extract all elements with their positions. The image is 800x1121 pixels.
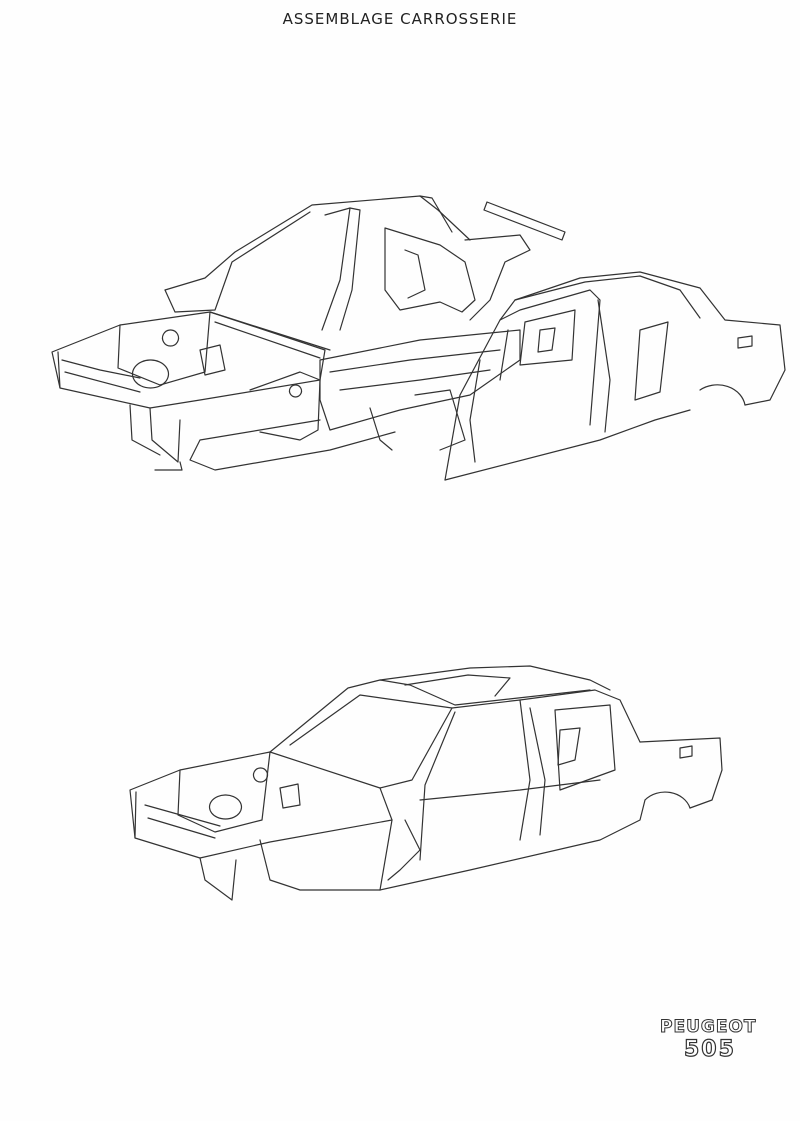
side-body-rear [414,271,786,481]
assembled-shell-cabin [269,665,723,861]
brand-model: 505 [683,1037,736,1062]
rear-quarter-panel [384,201,566,321]
cowl-pillar-frame [164,195,471,331]
assembled-shell-sill [259,779,646,891]
brand-logo: PEUGEOT 505 [660,1016,800,1063]
floor-pan [189,329,521,471]
brand-name: PEUGEOT [660,1017,757,1038]
page-title: ASSEMBLAGE CARROSSERIE [282,10,518,28]
assembled-shell-front [129,751,393,901]
